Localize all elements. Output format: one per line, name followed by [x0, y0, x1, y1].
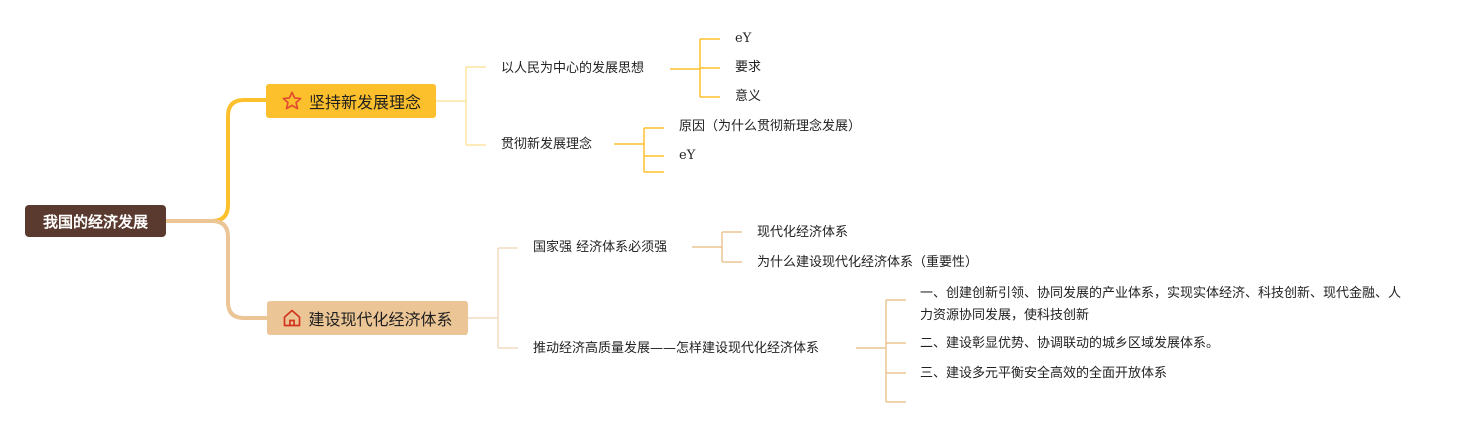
root-link-upper	[166, 98, 266, 223]
node-people-centered[interactable]: 以人民为中心的发展思想	[501, 61, 645, 76]
node-strong-economy[interactable]: 国家强 经济体系必须强	[533, 240, 668, 255]
branch-label: 坚持新发展理念	[308, 93, 421, 112]
leaf-modern-economy[interactable]: 现代化经济体系	[757, 225, 849, 240]
branch2-link	[468, 247, 518, 349]
leaf-ey[interactable]: eY	[735, 31, 752, 46]
node-high-quality-development[interactable]: 推动经济高质量发展——怎样建设现代化经济体系	[533, 341, 820, 356]
branch-node-modern-economy[interactable]: 建设现代化经济体系	[267, 301, 468, 335]
leaf-importance[interactable]: 为什么建设现代化经济体系（重要性）	[757, 255, 979, 270]
leaf-industrial-system[interactable]: 一、创建创新引领、协同发展的产业体系，实现实体经济、科技创新、现代金融、人力资源…	[920, 286, 1402, 323]
branch-label: 建设现代化经济体系	[308, 310, 453, 329]
node1b-link	[614, 127, 664, 173]
branch1-link	[436, 66, 486, 146]
leaf-open-system[interactable]: 三、建设多元平衡安全高效的全面开放体系	[920, 366, 1168, 381]
node1a-link	[670, 38, 720, 98]
root-link-lower	[166, 219, 267, 320]
leaf-ey[interactable]: eY	[679, 148, 696, 163]
leaf-requirements[interactable]: 要求	[735, 60, 762, 75]
root-node[interactable]: 我国的经济发展	[25, 205, 166, 237]
node2b-link	[856, 299, 906, 403]
star-icon	[281, 90, 303, 112]
root-label: 我国的经济发展	[42, 212, 148, 231]
house-icon	[282, 308, 302, 328]
node-implement-concept[interactable]: 贯彻新发展理念	[501, 137, 593, 152]
leaf-significance[interactable]: 意义	[735, 89, 762, 104]
leaf-reason[interactable]: 原因（为什么贯彻新理念发展）	[679, 119, 862, 134]
node2a-link	[692, 231, 742, 263]
branch-node-new-development[interactable]: 坚持新发展理念	[266, 84, 436, 118]
leaf-regional-system[interactable]: 二、建设彰显优势、协调联动的城乡区域发展体系。	[920, 336, 1220, 351]
